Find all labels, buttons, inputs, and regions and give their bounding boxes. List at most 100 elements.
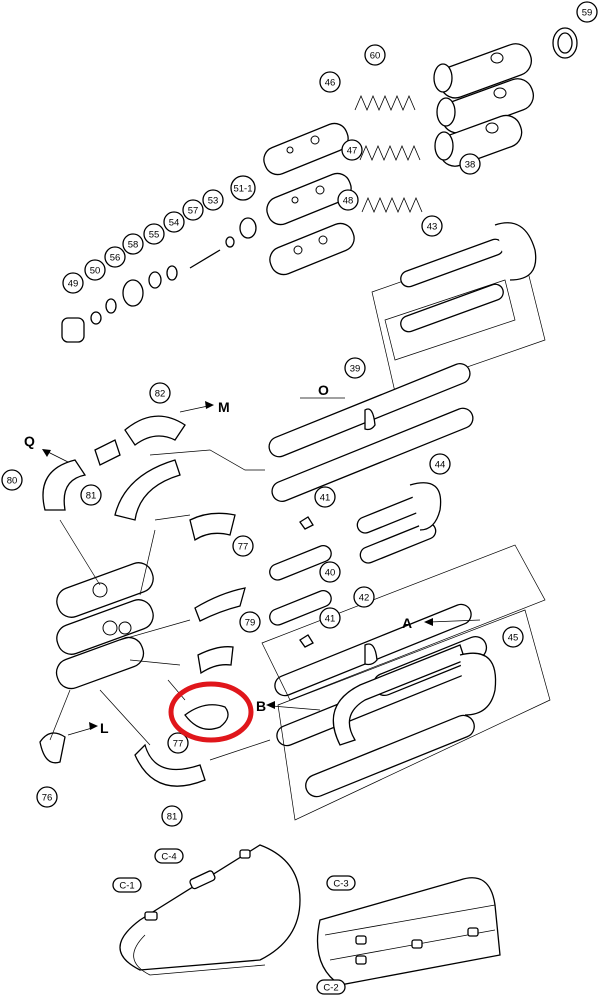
label-54: 54	[163, 211, 185, 233]
valve-cap-59	[552, 27, 578, 59]
ferrule-82a	[94, 439, 121, 466]
svg-text:38: 38	[465, 160, 476, 171]
svg-text:77: 77	[238, 542, 249, 553]
tube-40	[269, 544, 332, 626]
svg-text:C-2: C-2	[323, 983, 338, 994]
label-53: 53	[202, 189, 224, 211]
tube-45-group	[261, 544, 551, 821]
tube-43-group	[371, 222, 546, 393]
crook-81	[114, 459, 181, 521]
tube-44	[356, 482, 442, 564]
svg-text:82: 82	[155, 389, 166, 400]
label-c3: C-3	[326, 875, 356, 891]
label-38: 38	[459, 153, 481, 175]
svg-text:76: 76	[42, 793, 53, 804]
piston-46	[263, 122, 349, 176]
piston-47	[266, 172, 352, 226]
svg-text:C-1: C-1	[119, 881, 134, 892]
svg-text:45: 45	[508, 633, 519, 644]
label-c1: C-1	[112, 877, 142, 893]
callout-a: A	[402, 615, 412, 631]
label-47: 47	[341, 139, 363, 161]
label-60: 60	[364, 44, 386, 66]
label-59: 59	[576, 1, 598, 23]
label-76: 76	[36, 786, 58, 808]
svg-text:C-3: C-3	[333, 879, 348, 890]
callout-q: Q	[24, 433, 35, 449]
svg-text:56: 56	[110, 253, 121, 264]
label-40: 40	[319, 561, 341, 583]
callout-m: M	[218, 399, 230, 415]
svg-text:46: 46	[325, 78, 336, 89]
svg-text:50: 50	[90, 266, 101, 277]
crook-82	[124, 415, 186, 446]
label-42: 42	[353, 586, 375, 608]
svg-text:57: 57	[188, 206, 199, 217]
label-77-top: 77	[232, 535, 254, 557]
svg-text:43: 43	[427, 222, 438, 233]
case-left	[119, 844, 301, 976]
label-80: 80	[1, 469, 23, 491]
callout-l: L	[100, 720, 109, 736]
svg-text:40: 40	[325, 568, 336, 579]
svg-text:58: 58	[128, 240, 139, 251]
crook-79	[194, 587, 246, 622]
highlight-circle	[168, 681, 254, 743]
label-46: 46	[319, 71, 341, 93]
label-57: 57	[182, 199, 204, 221]
label-82: 82	[149, 382, 171, 404]
svg-text:80: 80	[7, 476, 18, 487]
leader-lines	[49, 397, 345, 761]
case-right	[316, 877, 501, 986]
svg-text:39: 39	[350, 364, 361, 375]
svg-text:51-1: 51-1	[233, 184, 252, 195]
label-48: 48	[337, 189, 359, 211]
label-51-1: 51-1	[230, 175, 256, 201]
valve-casing-38	[433, 43, 535, 167]
label-39: 39	[344, 357, 366, 379]
crook-77-top	[189, 512, 236, 542]
callout-o: O	[318, 382, 329, 398]
label-c2: C-2	[316, 979, 346, 995]
svg-text:59: 59	[582, 8, 593, 19]
svg-text:C-4: C-4	[161, 852, 176, 863]
piston-48	[269, 222, 355, 276]
svg-text:47: 47	[347, 146, 358, 157]
svg-text:54: 54	[169, 218, 180, 229]
label-50: 50	[84, 259, 106, 281]
direction-arrows	[42, 401, 481, 736]
crook-77-mid	[197, 646, 234, 675]
crook-80	[42, 459, 87, 511]
svg-text:81: 81	[167, 812, 178, 823]
label-49: 49	[62, 272, 84, 294]
left-crooks	[39, 415, 246, 787]
crook-76	[39, 732, 66, 764]
label-55: 55	[143, 223, 165, 245]
label-44: 44	[429, 453, 451, 475]
svg-text:44: 44	[435, 460, 446, 471]
label-43: 43	[421, 215, 443, 237]
svg-text:49: 49	[68, 279, 79, 290]
left-valve-body	[55, 562, 154, 690]
spring-60	[354, 94, 423, 214]
svg-text:55: 55	[149, 230, 160, 241]
svg-text:48: 48	[343, 196, 354, 207]
tube-39	[268, 363, 474, 502]
small-valve-parts	[61, 217, 257, 343]
svg-text:41: 41	[325, 614, 336, 625]
svg-text:79: 79	[245, 618, 256, 629]
svg-text:60: 60	[370, 51, 381, 62]
crook-77-highlighted	[184, 704, 229, 730]
svg-text:81: 81	[86, 491, 97, 502]
label-58: 58	[122, 233, 144, 255]
svg-text:42: 42	[359, 593, 370, 604]
callout-b: B	[256, 698, 266, 714]
label-81-bottom: 81	[161, 805, 183, 827]
svg-text:53: 53	[208, 196, 219, 207]
svg-text:77: 77	[173, 739, 184, 750]
callout-letters: M O Q A B L	[24, 382, 412, 736]
label-41-top: 41	[314, 486, 336, 508]
